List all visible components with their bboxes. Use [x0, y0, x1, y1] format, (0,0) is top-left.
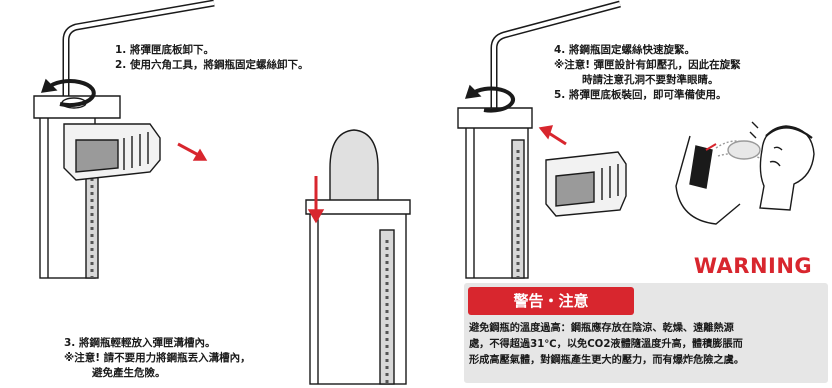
step-4-note-cont: 時請注意孔洞不要對準眼睛。	[582, 74, 719, 86]
warning-label: WARNING	[693, 254, 813, 278]
magazine-illustration-step1	[33, 0, 215, 279]
magazine-illustration-step3	[305, 129, 411, 385]
caution-body: 避免鋼瓶的溫度過高：鋼瓶應存放在陰涼、乾燥、遠離熱源 處，不得超過31℃，以免C…	[469, 321, 825, 369]
step-3-text-block: 3. 將鋼瓶輕輕放入彈匣溝槽內。 ※注意! 請不要用力將鋼瓶丟入溝槽內， 避免產…	[64, 336, 251, 381]
step-4-note: ※注意! 彈匣設計有卸壓孔，因此在旋緊	[554, 59, 741, 71]
step-4-text: 4. 將鋼瓶固定螺絲快速旋緊。	[554, 44, 695, 56]
magazine-illustration-step4	[457, 0, 627, 279]
warning-figure	[675, 121, 815, 225]
step-3-note: ※注意! 請不要用力將鋼瓶丟入溝槽內，	[64, 352, 251, 364]
steps-4-5-text: 4. 將鋼瓶固定螺絲快速旋緊。 ※注意! 彈匣設計有卸壓孔，因此在旋緊 時請注意…	[554, 43, 741, 103]
steps-1-2-text: 1. 將彈匣底板卸下。 2. 使用六角工具，將鋼瓶固定螺絲卸下。	[115, 43, 308, 73]
caution-line-2: 處，不得超過31℃，以免CO2液體隨溫度升高，體積膨脹而	[469, 339, 743, 350]
step-3-note-cont: 避免產生危險。	[92, 367, 166, 379]
step-5-text: 5. 將彈匣底板裝回，即可準備使用。	[554, 89, 727, 101]
caution-line-3: 形成高壓氣體，對鋼瓶產生更大的壓力，而有爆炸危險之虞。	[469, 355, 745, 366]
step-2-text: 2. 使用六角工具，將鋼瓶固定螺絲卸下。	[115, 59, 309, 71]
step-1-text: 1. 將彈匣底板卸下。	[115, 44, 214, 56]
caution-title: 警告・注意	[468, 287, 634, 315]
caution-line-1: 避免鋼瓶的溫度過高：鋼瓶應存放在陰涼、乾燥、遠離熱源	[469, 323, 734, 334]
step-3-text: 3. 將鋼瓶輕輕放入彈匣溝槽內。	[64, 337, 216, 349]
